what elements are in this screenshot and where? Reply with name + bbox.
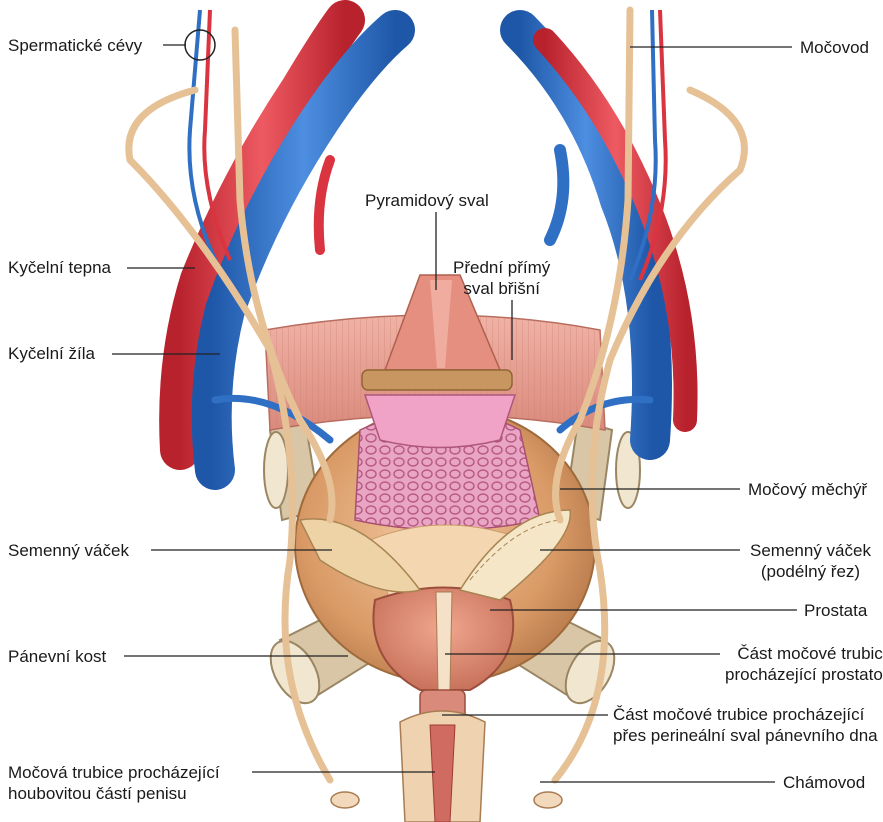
label-prostatic-urethra: Část močové trubice procházející prostat… <box>725 643 883 685</box>
label-iliac-vein: Kyčelní žíla <box>8 343 95 364</box>
label-prostatic-urethra-line2: procházející prostatou <box>725 664 883 685</box>
label-membranous-urethra-line1: Část močové trubice procházející <box>613 704 878 725</box>
urethra <box>400 690 485 822</box>
label-prostate: Prostata <box>804 600 867 621</box>
label-pelvic-bone: Pánevní kost <box>8 646 106 667</box>
vas-deferens-end-left <box>331 792 359 808</box>
label-pyramidal-muscle: Pyramidový sval <box>365 190 489 211</box>
label-spermatic-vessels: Spermatické cévy <box>8 35 142 56</box>
label-seminal-vesicle-right: Semenný váček (podélný řez) <box>750 540 871 582</box>
label-spongy-urethra-line1: Močová trubice procházející <box>8 762 220 783</box>
label-spongy-urethra: Močová trubice procházející houbovitou č… <box>8 762 220 804</box>
label-spongy-urethra-line2: houbovitou částí penisu <box>8 783 220 804</box>
vas-deferens-end-right <box>534 792 562 808</box>
label-bladder: Močový měchýř <box>748 479 867 500</box>
label-membranous-urethra-line2: přes perineální sval pánevního dna <box>613 725 878 746</box>
label-seminal-vesicle-right-line2: (podélný řez) <box>750 561 871 582</box>
label-rectus-abdominis: Přední přímý sval břišní <box>453 257 550 299</box>
label-iliac-artery: Kyčelní tepna <box>8 257 111 278</box>
label-rectus-line1: Přední přímý <box>453 257 550 278</box>
label-membranous-urethra: Část močové trubice procházející přes pe… <box>613 704 878 746</box>
label-ureter: Močovod <box>800 37 869 58</box>
label-vas-deferens: Chámovod <box>783 772 865 793</box>
label-prostatic-urethra-line1: Část močové trubice <box>725 643 883 664</box>
label-seminal-vesicle-left: Semenný váček <box>8 540 129 561</box>
label-seminal-vesicle-right-line1: Semenný váček <box>750 540 871 561</box>
label-rectus-line2: sval břišní <box>453 278 550 299</box>
